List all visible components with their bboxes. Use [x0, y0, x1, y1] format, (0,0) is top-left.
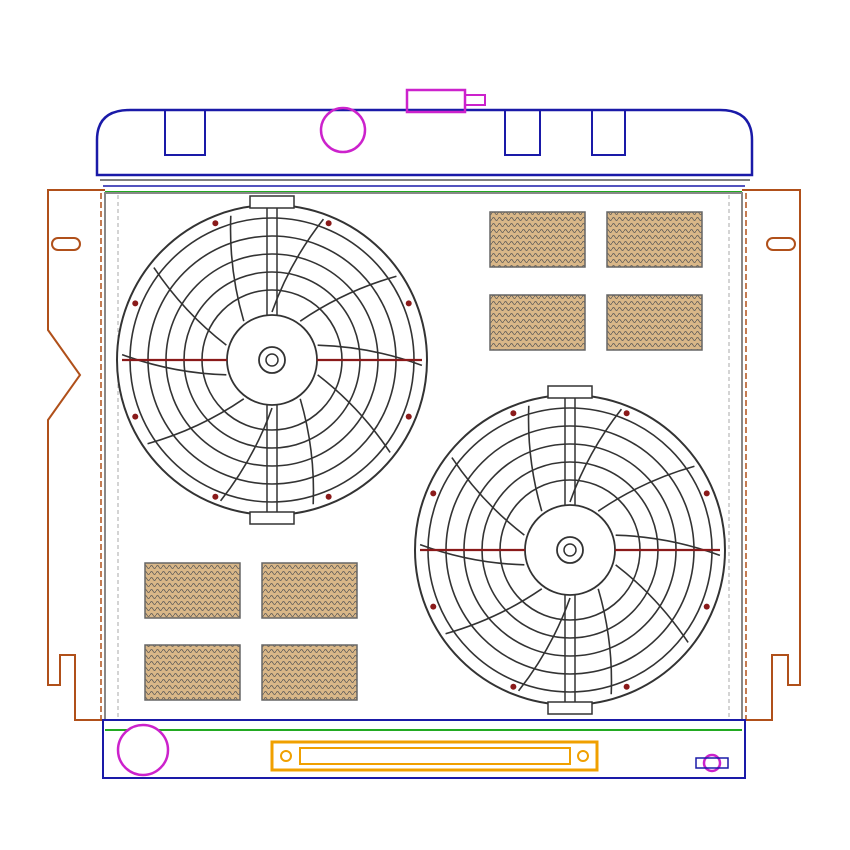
fan-rivet — [212, 220, 219, 227]
core-mesh-panel — [489, 211, 586, 268]
fan-blade — [219, 407, 273, 502]
fan-blade — [615, 534, 721, 557]
fan-blade — [527, 405, 543, 512]
fan-mount-tab — [547, 385, 593, 399]
fan-rivet — [430, 490, 437, 497]
fan-blade — [299, 275, 397, 322]
core-mesh-panel — [144, 644, 241, 701]
right-lower-fan — [414, 385, 726, 715]
fan-shaft — [265, 353, 279, 367]
fan-shaft — [563, 543, 577, 557]
fan-rivet — [325, 220, 332, 227]
fan-blade — [419, 543, 525, 566]
core-mesh-panel — [606, 211, 703, 268]
left-mounting-bracket — [47, 189, 105, 721]
radiator-cap — [405, 88, 467, 114]
fan-mount-tab — [249, 195, 295, 209]
left-upper-fan — [116, 195, 428, 525]
fan-rivet — [405, 413, 412, 420]
fan-rivet — [623, 683, 630, 690]
lower-hose-outlet — [116, 723, 170, 777]
transmission-cooler-inner — [299, 747, 571, 765]
fan-blade — [317, 344, 423, 367]
fan-motor-housing — [226, 314, 318, 406]
fan-rivet — [623, 410, 630, 417]
tank-baffle — [591, 110, 626, 156]
core-mesh-panel — [261, 562, 358, 619]
cooler-fitting — [280, 750, 292, 762]
drain-petcock — [702, 753, 722, 773]
drain-petcock-body — [695, 757, 729, 769]
fan-blade — [229, 215, 245, 322]
fan-mount-tab — [547, 701, 593, 715]
fan-rivet — [430, 603, 437, 610]
core-mesh-panel — [489, 294, 586, 351]
fan-rivet — [212, 493, 219, 500]
core-mesh-panel — [261, 644, 358, 701]
left-bracket-slot — [51, 237, 81, 251]
fan-blade — [597, 465, 695, 512]
fan-rivet — [132, 300, 139, 307]
core-mesh-panel — [144, 562, 241, 619]
fan-blade — [615, 564, 689, 643]
fan-blade — [317, 374, 391, 453]
right-bracket-slot — [766, 237, 796, 251]
fan-blade — [517, 597, 571, 692]
top-tank — [95, 108, 754, 177]
fan-blade — [271, 218, 325, 313]
core-mesh-panel — [606, 294, 703, 351]
fan-rivet — [132, 413, 139, 420]
fan-blade — [445, 588, 543, 635]
tank-baffle — [164, 110, 206, 156]
fan-blade — [153, 267, 227, 346]
fan-mount-tab — [249, 511, 295, 525]
fan-rivet — [325, 493, 332, 500]
fan-blade — [451, 457, 525, 536]
fan-motor-housing — [524, 504, 616, 596]
transmission-cooler-slot — [270, 740, 599, 772]
fan-rivet — [510, 410, 517, 417]
fan-rivet — [703, 603, 710, 610]
fan-blade — [121, 353, 227, 376]
tank-baffle — [504, 110, 541, 156]
fan-rivet — [405, 300, 412, 307]
fan-blade — [147, 398, 245, 445]
right-mounting-bracket — [742, 189, 801, 721]
fan-hub — [556, 536, 584, 564]
fan-blade — [299, 398, 315, 505]
fan-rivet — [703, 490, 710, 497]
upper-hose-inlet — [319, 106, 367, 154]
overflow-nipple — [464, 94, 486, 106]
fan-blade — [597, 588, 613, 695]
cooler-fitting — [577, 750, 589, 762]
fan-blade — [569, 408, 623, 503]
fan-hub — [258, 346, 286, 374]
fan-rivet — [510, 683, 517, 690]
